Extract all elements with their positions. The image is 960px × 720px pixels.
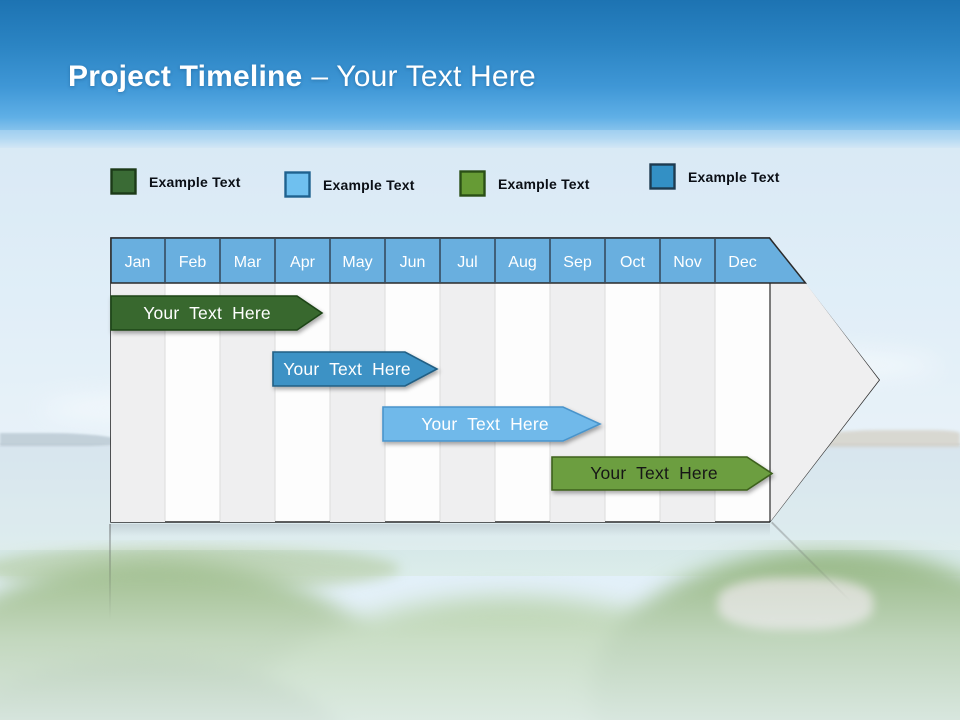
month-label: Oct: [620, 254, 645, 271]
month-labels: Jan Feb Mar Apr May Jun Jul Aug Sep Oct …: [125, 254, 757, 271]
slide-title-bold: Project Timeline: [68, 60, 303, 93]
month-header-separators: [164, 239, 716, 282]
photo-fog-overlay: [0, 540, 960, 720]
legend-item: Example Text: [649, 163, 780, 190]
sky-gradient-header: [0, 0, 960, 150]
timeline-bar-3-shape: [382, 406, 602, 442]
table-reflection-smudge: [110, 524, 770, 536]
legend-label: Example Text: [323, 176, 415, 193]
month-label: Jan: [125, 254, 151, 271]
legend-label: Example Text: [688, 168, 780, 185]
legend-label: Example Text: [498, 175, 590, 192]
slide-title-subtitle: – Your Text Here: [311, 60, 536, 93]
legend-item: Example Text: [110, 168, 241, 195]
legend-swatch-dark-green: [110, 168, 137, 195]
timeline-bar-1-label: Your Text Here: [143, 303, 271, 323]
timeline-bar-3: Your Text Here: [382, 406, 602, 442]
month-label: Feb: [179, 254, 207, 271]
photo-island: [818, 430, 960, 447]
month-label: Aug: [508, 254, 536, 271]
month-label: Nov: [673, 254, 701, 271]
month-label: May: [342, 254, 372, 271]
month-label: Jun: [400, 254, 426, 271]
legend-label: Example Text: [149, 173, 241, 190]
month-label: Jul: [457, 254, 477, 271]
month-label: Mar: [234, 254, 262, 271]
legend-swatch-light-blue: [284, 171, 311, 198]
month-label: Apr: [290, 254, 316, 271]
legend-swatch-steel-blue: [649, 163, 676, 190]
timeline-bar-3-label: Your Text Here: [421, 414, 549, 434]
legend-swatch-olive-green: [459, 170, 486, 197]
timeline-bar-2-label: Your Text Here: [283, 359, 411, 379]
month-label: Dec: [728, 254, 756, 271]
legend-item: Example Text: [459, 170, 590, 197]
month-label: Sep: [563, 254, 592, 271]
timeline-bar-4-shape: [551, 456, 774, 491]
month-header-band: [110, 237, 808, 284]
timeline-bar-1-shape: [110, 295, 324, 331]
timeline-bar-4: Your Text Here: [551, 456, 774, 491]
slide-title: Project Timeline– Your Text Here: [68, 60, 536, 94]
timeline-table: Jan Feb Mar Apr May Jun Jul Aug Sep Oct …: [110, 237, 881, 523]
timeline-bar-2: Your Text Here: [272, 351, 439, 387]
timeline-bar-4-label: Your Text Here: [590, 463, 718, 483]
photo-headland: [0, 433, 118, 446]
timeline-bar-2-shape: [272, 351, 439, 387]
legend-item: Example Text: [284, 171, 415, 198]
timeline-bar-1: Your Text Here: [110, 295, 324, 331]
table-reflection-left-edge: [109, 524, 111, 620]
